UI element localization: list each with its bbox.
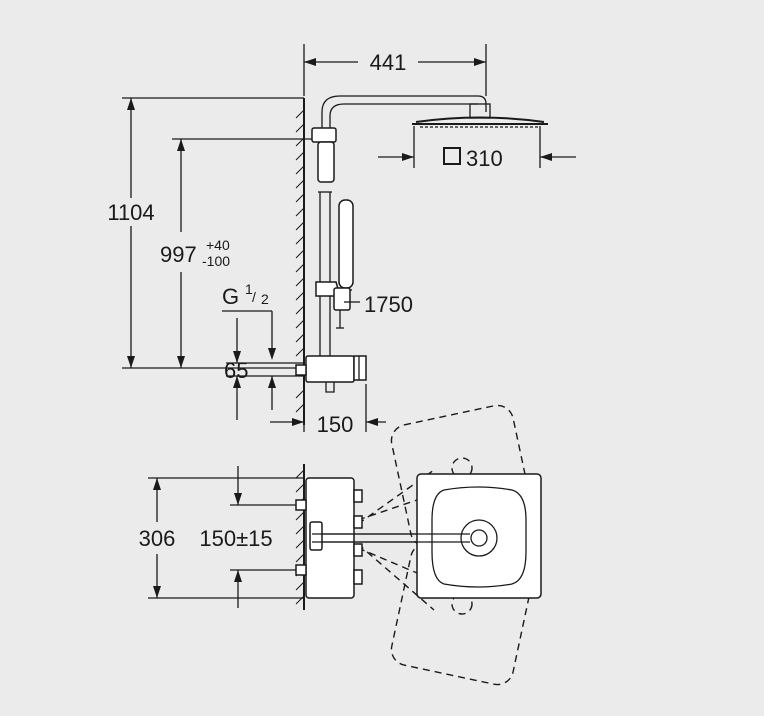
dim-hose-length: 1750 xyxy=(364,292,413,317)
thread-numerator: 1 xyxy=(245,281,253,297)
knob-top-4 xyxy=(353,569,363,585)
dim-head-size: 310 xyxy=(466,146,503,171)
dim-body-depth: 150 xyxy=(317,412,354,437)
dim-top-width: 306 xyxy=(139,526,176,551)
inlet-top-lower xyxy=(295,564,307,576)
shower-head-spray-face xyxy=(431,486,527,588)
dim-outlet-height: 997 xyxy=(160,242,197,267)
shower-head-center-ring xyxy=(460,519,498,557)
wall-hatching-top xyxy=(295,469,305,605)
dim-total-height: 1104 xyxy=(107,200,154,225)
thermostat-body xyxy=(305,355,355,383)
dim-inlet-offset: 65 xyxy=(224,358,248,383)
riser-upper xyxy=(317,141,335,183)
shower-arm-outer xyxy=(321,95,487,130)
dim-inlet-centers: 150±15 xyxy=(199,526,272,551)
top-view: 306 150±15 xyxy=(139,404,542,686)
thread-slash: / xyxy=(252,289,256,305)
dim-head-projection: 441 xyxy=(370,50,407,75)
head-mount xyxy=(469,103,491,119)
inlet-fitting xyxy=(295,364,307,376)
shower-head-center xyxy=(470,529,488,547)
shower-head-top xyxy=(416,473,542,599)
thread-denominator: 2 xyxy=(261,291,269,307)
upper-holder xyxy=(311,127,337,143)
wall-hatching xyxy=(295,109,305,413)
knob-top-2 xyxy=(353,515,363,529)
riser-top xyxy=(309,521,323,551)
hose-connector xyxy=(333,287,351,311)
inlet-top-upper xyxy=(295,499,307,511)
dim-outlet-tol-minus: -100 xyxy=(202,253,230,269)
side-view: 441 310 1104 997 +40 -100 G 1 / 2 xyxy=(107,44,576,437)
shower-arm-inner xyxy=(329,103,478,130)
hand-shower xyxy=(338,199,354,289)
thread-prefix: G xyxy=(222,284,239,309)
knob-top-3 xyxy=(353,543,363,557)
dim-outlet-tol-plus: +40 xyxy=(206,237,230,253)
knob-top-1 xyxy=(353,489,363,503)
square-size-symbol xyxy=(443,147,461,165)
thermostat-handle xyxy=(353,355,367,381)
thermostat-body-top xyxy=(305,477,355,599)
spout xyxy=(325,382,335,393)
shower-head xyxy=(412,116,548,128)
